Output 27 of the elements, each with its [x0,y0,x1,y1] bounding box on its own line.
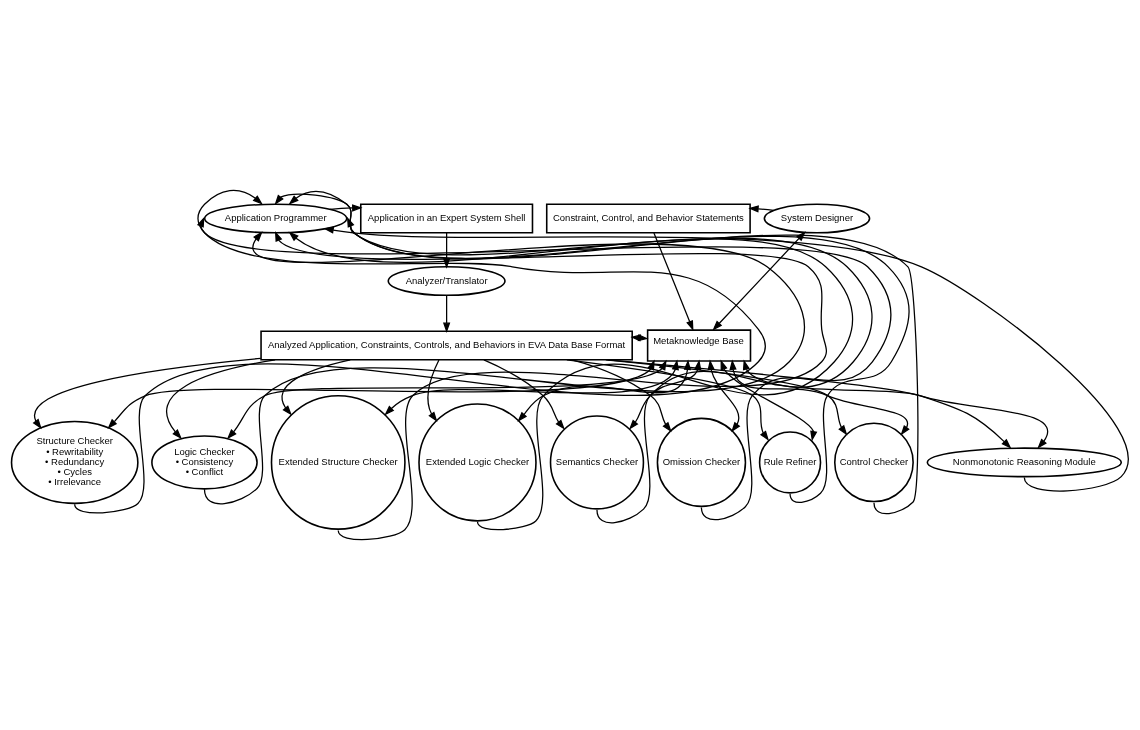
arrow [653,232,694,331]
arrow [742,359,1049,449]
node-circle: Extended Structure Checker [270,394,406,530]
arrow [483,359,565,430]
arrow [197,189,892,521]
node-circle: Extended Logic Checker [418,403,537,522]
arrow [323,226,1129,492]
arrow [427,359,440,422]
node-circle: Omission Checker [656,417,747,508]
arrow [729,359,910,436]
arrow [707,359,741,433]
node-ellipse: Analyzer/Translator [387,266,506,297]
node-ellipse: Nonmonotonic Reasoning Module [926,447,1123,478]
arrow [32,357,262,430]
arrow [166,359,276,440]
node-box: Constraint, Control, and Behavior Statements [545,203,751,234]
node-ellipse: Logic Checker • Consistency • Conflict [151,435,258,490]
arrow [748,205,775,213]
node-box: Application in an Expert System Shell [359,203,534,234]
arrow [442,294,451,334]
node-circle: Semantics Checker [549,415,645,510]
node-box: Metaknowledge Base [646,329,752,362]
node-ellipse: System Designer [763,203,871,234]
arrow [329,204,363,212]
arrow [281,359,351,416]
node-box: Analyzed Application, Constraints, Controls, and Behaviors in EVA Data Base Format [260,330,633,361]
arrow [720,359,818,442]
